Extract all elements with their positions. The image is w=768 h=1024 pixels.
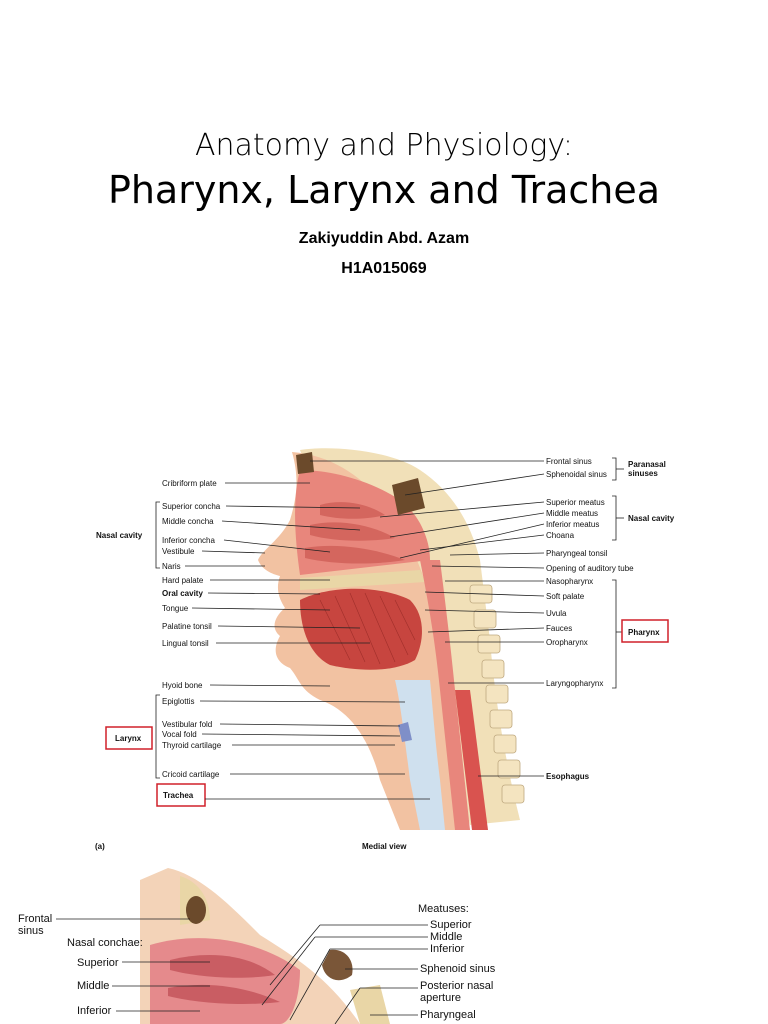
- student-id: H1A015069: [341, 260, 427, 277]
- label-b-m-inferior: Inferior: [430, 943, 465, 955]
- label-b-superior: Superior: [77, 957, 119, 969]
- title-line-1: Anatomy and Physiology:: [194, 128, 574, 163]
- label-hyoid-bone: Hyoid bone: [162, 681, 203, 690]
- label-nasal-cavity-right: Nasal cavity: [628, 514, 675, 523]
- label-uvula: Uvula: [546, 609, 567, 618]
- label-larynx: Larynx: [115, 734, 142, 743]
- label-epiglottis: Epiglottis: [162, 697, 194, 706]
- label-b-frontal-2: sinus: [18, 925, 44, 937]
- label-choana: Choana: [546, 531, 575, 540]
- label-thyroid-cartilage: Thyroid cartilage: [162, 741, 222, 750]
- label-b-pharyngeal: Pharyngeal: [420, 1009, 476, 1021]
- label-superior-concha: Superior concha: [162, 502, 221, 511]
- label-b-meatuses: Meatuses:: [418, 903, 469, 915]
- label-tongue: Tongue: [162, 604, 189, 613]
- label-nasal-cavity-left: Nasal cavity: [96, 531, 143, 540]
- label-laryngopharynx: Laryngopharynx: [546, 679, 603, 688]
- label-oral-cavity: Oral cavity: [162, 589, 203, 598]
- label-fauces: Fauces: [546, 624, 572, 633]
- label-esophagus: Esophagus: [546, 772, 590, 781]
- figure-a-panel-label: (a): [95, 842, 105, 851]
- label-soft-palate: Soft palate: [546, 592, 585, 601]
- label-pharynx: Pharynx: [628, 628, 660, 637]
- figure-a-left-labels: Cribriform plate Nasal cavity Superior c…: [96, 479, 430, 807]
- label-inferior-concha: Inferior concha: [162, 536, 215, 545]
- label-trachea: Trachea: [163, 791, 194, 800]
- label-b-middle: Middle: [77, 980, 109, 992]
- title-line-2: Pharynx, Larynx and Trachea: [107, 168, 661, 212]
- label-b-posterior-nasal-2: aperture: [420, 992, 461, 1004]
- label-inferior-meatus: Inferior meatus: [546, 520, 599, 529]
- label-superior-meatus: Superior meatus: [546, 498, 605, 507]
- label-frontal-sinus: Frontal sinus: [546, 457, 592, 466]
- label-b-m-middle: Middle: [430, 931, 462, 943]
- label-b-sphenoid-sinus: Sphenoid sinus: [420, 963, 496, 975]
- figure-b-labels: Frontal sinus Nasal conchae: Superior Mi…: [18, 903, 496, 1024]
- label-b-posterior-nasal-1: Posterior nasal: [420, 980, 493, 992]
- label-cricoid-cartilage: Cricoid cartilage: [162, 770, 220, 779]
- label-nasopharynx: Nasopharynx: [546, 577, 593, 586]
- label-b-m-superior: Superior: [430, 919, 472, 931]
- label-oropharynx: Oropharynx: [546, 638, 588, 647]
- figure-a-caption: Medial view: [362, 842, 407, 851]
- label-cribriform-plate: Cribriform plate: [162, 479, 217, 488]
- label-paranasal-1: Paranasal: [628, 460, 666, 469]
- label-middle-meatus: Middle meatus: [546, 509, 598, 518]
- label-vestibular-fold: Vestibular fold: [162, 720, 212, 729]
- label-b-nasal-conchae: Nasal conchae:: [67, 937, 143, 949]
- label-lingual-tonsil: Lingual tonsil: [162, 639, 209, 648]
- label-vestibule: Vestibule: [162, 547, 195, 556]
- figure-a-right-labels: Frontal sinus Sphenoidal sinus Paranasal…: [310, 457, 675, 781]
- label-paranasal-2: sinuses: [628, 469, 658, 478]
- label-middle-concha: Middle concha: [162, 517, 214, 526]
- figure-b-illustration: [140, 868, 390, 1024]
- label-opening-auditory-tube: Opening of auditory tube: [546, 564, 634, 573]
- label-naris: Naris: [162, 562, 181, 571]
- figure-a-illustration: [258, 448, 525, 830]
- label-pharyngeal-tonsil: Pharyngeal tonsil: [546, 549, 608, 558]
- label-hard-palate: Hard palate: [162, 576, 204, 585]
- label-sphenoidal-sinus: Sphenoidal sinus: [546, 470, 607, 479]
- label-b-inferior: Inferior: [77, 1005, 112, 1017]
- label-palatine-tonsil: Palatine tonsil: [162, 622, 212, 631]
- label-vocal-fold: Vocal fold: [162, 730, 197, 739]
- label-b-frontal-1: Frontal: [18, 913, 52, 925]
- author-name: Zakiyuddin Abd. Azam: [298, 230, 470, 247]
